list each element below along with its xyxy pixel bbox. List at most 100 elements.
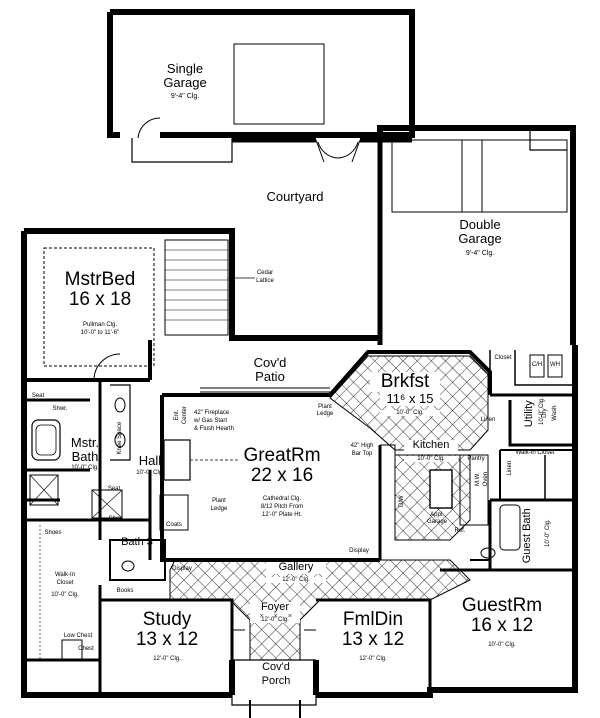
walk-in-closet-right-label: Walk-In Closet [515, 450, 555, 456]
fml-din-size: 13 x 12 [341, 629, 405, 650]
single-garage-label-2: Garage [163, 75, 207, 90]
mstr-bath-ceiling: 10'-0" Clg. [71, 465, 99, 471]
guest-rm-size: 16 x 12 [470, 615, 534, 636]
courtyard-wall [232, 137, 412, 163]
guest-rm-ceiling: 10'-0" Clg. [488, 642, 516, 648]
linen-note-2: Linen [506, 460, 513, 476]
washer-note: Wash [551, 405, 558, 421]
great-rm-size: 22 x 16 [250, 465, 314, 486]
mstr-bath-label-2: Bath [71, 449, 99, 464]
display-note: Display [349, 548, 369, 554]
seat-note-1: Seat [31, 393, 45, 399]
fireplace-note-2: w/ Gas Start [194, 418, 228, 424]
hall-ceiling: 10'-0" Clg. [136, 470, 164, 476]
fireplace-note-1: 42" Fireplace [194, 410, 230, 416]
chest-note: Chest [78, 646, 94, 652]
pantry-note: Pantry [467, 456, 485, 462]
mstr-bath-label-1: Mstr. [70, 435, 100, 450]
mstr-bed-ceiling-2: 10'-0" to 11'-6" [80, 330, 120, 336]
mstr-bed-label: MstrBed [64, 269, 136, 290]
closet-note: Closet [494, 355, 512, 361]
coats-note: Coats [166, 522, 182, 528]
fml-din-ceiling: 12'-0" Clg. [359, 656, 387, 662]
study-size: 13 x 12 [135, 629, 199, 650]
great-rm-ceiling-3: 12'-0" Plate Ht. [262, 512, 302, 518]
plant-ledge-upper-2: Ledge [316, 411, 334, 417]
double-garage-ceiling: 9'-4" Clg. [465, 250, 495, 257]
walk-in-closet-left-label-1: Walk-In [54, 572, 76, 578]
ref-note: Ref. [454, 528, 466, 534]
ch-note: C/H [531, 362, 543, 368]
kitchen-area [394, 454, 489, 541]
mw-oven-note-1: M.W. [474, 472, 481, 486]
double-garage-label-1: Double [459, 217, 501, 232]
appl-garage-note-2: Garage [426, 519, 447, 525]
bar-top-note-2: Bar Top [351, 451, 373, 457]
shwr-note-1: Shwr. [52, 406, 68, 412]
dryer-note: Dry [541, 408, 548, 418]
single-garage-label-1: Single [166, 61, 204, 76]
covd-patio-label-2: Patio [255, 369, 285, 384]
kitchen-ceiling: 10'-0" Clg. [404, 456, 458, 463]
display-note-2: Display [172, 566, 192, 572]
great-rm-ceiling-1: Cathedral Clg. [262, 496, 302, 502]
hall-label: Hall [138, 453, 162, 468]
brkfst-size: 11⁶ x 15 [380, 392, 440, 406]
bar-top-note-1: 42" High [350, 443, 374, 449]
courtyard-label: Courtyard [266, 189, 324, 204]
guest-bath-ceiling: 10'-0" Clg. [544, 519, 551, 547]
bath3-label: Bath 3 [121, 536, 153, 548]
fml-din-label: FmlDin [342, 609, 404, 630]
cedar-lattice-note-2: Lattice [256, 278, 274, 284]
foyer-label: Foyer [250, 601, 300, 614]
brkfst-label: Brkfst [370, 372, 440, 392]
cedar-lattice [164, 239, 255, 336]
plant-ledge-lower-2: Ledge [210, 506, 228, 512]
mstr-bed-ceiling-1: Pullman Clg. [82, 322, 117, 328]
ent-center-note-2: Center [181, 406, 188, 425]
patio-beams [200, 387, 330, 393]
mw-oven-note-2: Oven [482, 471, 489, 487]
gallery-tile [169, 559, 471, 661]
wh-note: WH [550, 362, 560, 368]
gallery-ceiling: 12'-0" Clg. [266, 577, 326, 584]
linen-note-1: Linen [480, 417, 496, 423]
covd-porch-label-2: Porch [261, 675, 291, 687]
dw-note: D/W [398, 495, 405, 507]
study-label: Study [142, 609, 192, 630]
seat-note-2: Seat [107, 486, 121, 492]
great-rm-ceiling-2: 8/12 Pitch From [260, 504, 304, 510]
fireplace-note-3: & Flush Hearth [194, 426, 235, 432]
guest-rm-label: GuestRm [461, 595, 543, 616]
single-garage-walls [107, 9, 415, 163]
great-rm-label: GreatRm [243, 445, 321, 466]
covd-porch-label-1: Cov'd [262, 661, 290, 673]
single-garage-ceiling: 9'-4" Clg. [170, 93, 200, 100]
plant-ledge-lower-1: Plant [212, 498, 226, 504]
double-garage-label-2: Garage [458, 231, 502, 246]
guest-bath-label: Guest Bath [521, 508, 534, 564]
gallery-label: Gallery [266, 561, 326, 574]
foyer-ceiling: 12'-0" Clg. [250, 617, 300, 624]
front-rooms-walls [100, 568, 575, 718]
mstr-bed-size: 16 x 18 [68, 289, 132, 310]
shwr-note-2: Shwr. [108, 516, 124, 522]
books-note: Books [116, 588, 134, 594]
ent-center-note-1: Ent. [173, 409, 180, 421]
kitchen-label: Kitchen [404, 439, 458, 452]
utility-label: Utility [523, 400, 536, 428]
brkfst-ceiling: 10'-0" Clg. [380, 410, 440, 417]
master-bed-walls [24, 247, 155, 382]
walk-in-closet-left-ceiling: 10'-0" Clg. [51, 592, 79, 598]
study-ceiling: 12'-0" Clg. [153, 656, 181, 662]
double-garage-walls [377, 125, 576, 345]
walk-in-closet-left-label-2: Closet [56, 580, 74, 586]
cedar-lattice-note-1: Cedar [256, 270, 274, 276]
appl-garage-note-1: Appl. [430, 512, 444, 518]
plant-ledge-upper-1: Plant [318, 404, 332, 410]
low-chest-note: Low Chest [63, 633, 93, 639]
covd-patio-label-1: Cov'd [253, 355, 287, 370]
shoes-note: Shoes [44, 530, 62, 536]
knee-space-note: Knee Space [116, 421, 123, 455]
